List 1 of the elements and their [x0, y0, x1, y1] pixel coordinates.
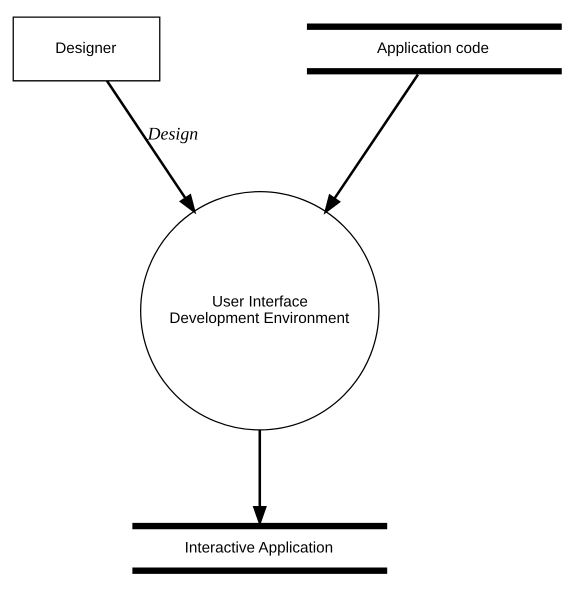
- edge-label: Design: [148, 123, 198, 144]
